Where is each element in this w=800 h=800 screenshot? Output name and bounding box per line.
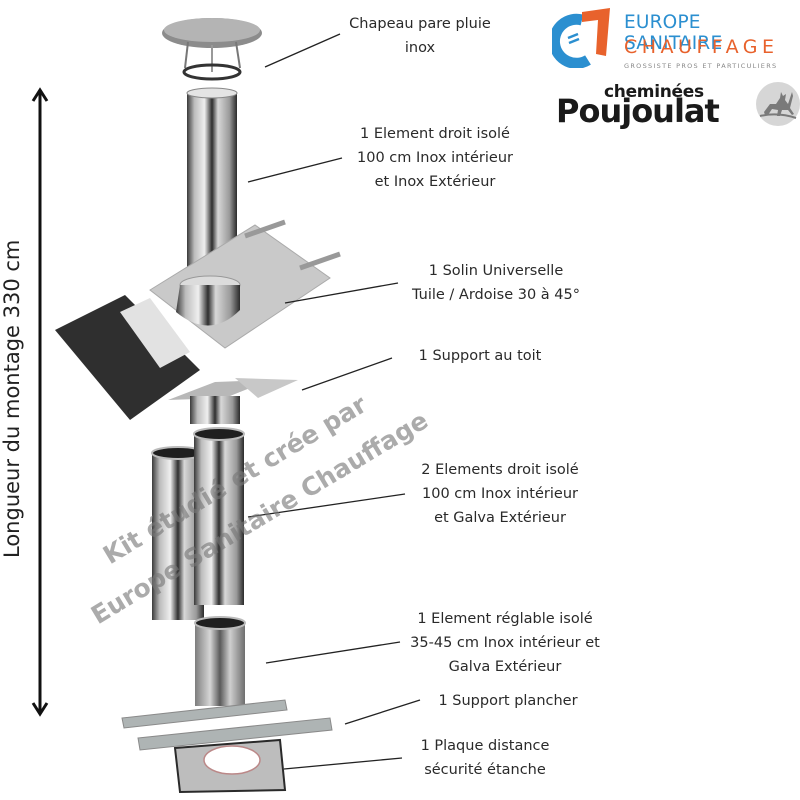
label-chapeau: Chapeau pare pluie inox [349,16,491,56]
dimension-label: Longueur du montage 330 cm [0,239,24,558]
label-support-toit: 1 Support au toit [418,348,542,364]
cat-icon [756,82,800,126]
label-support-plancher: 1 Support plancher [438,693,578,709]
label-element-droit-inox: 1 Element droit isolé 100 cm Inox intéri… [357,126,513,190]
label-element-reglable: 1 Element réglable isolé 35-45 cm Inox i… [410,611,600,675]
esc-name-line2: CHAUFFAGE [624,36,779,58]
poujoulat-main-text: Poujoulat [556,92,720,130]
esc-tagline: GROSSISTE PROS ET PARTICULIERS [624,62,778,70]
esc-name-line1: EUROPE SANITAIRE [624,12,723,54]
watermark-line2: Europe Sanitaire Chauffage [86,405,433,630]
label-elements-droits-galva: 2 Elements droit isolé 100 cm Inox intér… [421,462,579,526]
label-solin: 1 Solin Universelle Tuile / Ardoise 30 à… [412,263,580,303]
poujoulat-top-text: cheminées [604,82,704,102]
poujoulat-logo: cheminées Poujoulat [556,82,800,132]
label-plaque-distance: 1 Plaque distance sécurité étanche [420,738,550,778]
chapeau-illustration [162,18,262,81]
esc-emblem-icon [552,8,610,68]
europe-sanitaire-logo: EUROPE SANITAIRE CHAUFFAGE GROSSISTE PRO… [552,6,798,72]
